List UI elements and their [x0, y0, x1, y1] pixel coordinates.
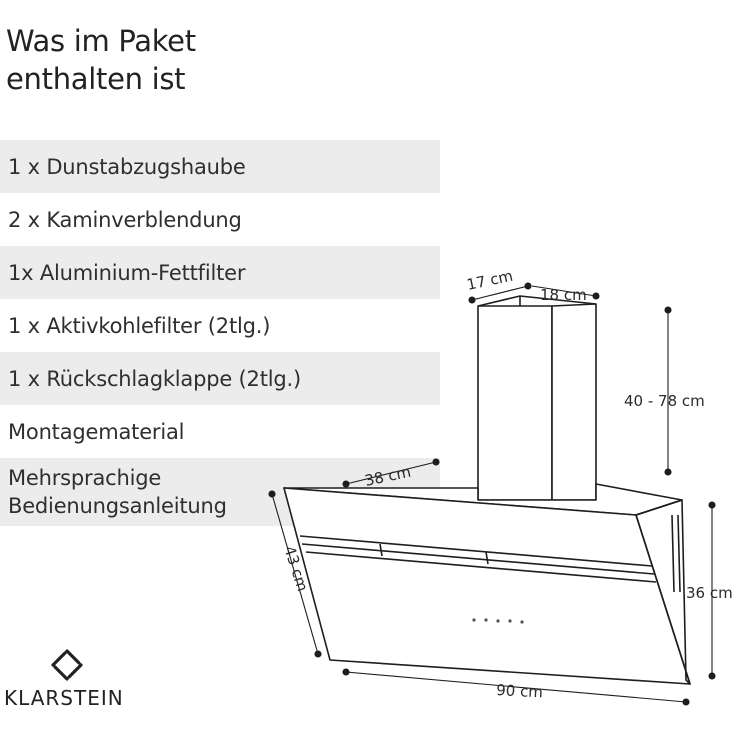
- chimney-outline: [477, 295, 597, 501]
- list-item: 2 x Kaminverblendung: [8, 207, 242, 232]
- touch-controls: [472, 618, 524, 624]
- brand-name: KLARSTEIN: [4, 686, 124, 710]
- list-item: 1 x Dunstabzugshaube: [0, 140, 440, 193]
- dim-hood-width: 90 cm: [496, 681, 544, 701]
- klarstein-logo-icon: [51, 649, 83, 681]
- dim-chimney-depth: 17 cm: [465, 267, 514, 294]
- page-title: Was im Paket enthalten ist: [6, 22, 196, 98]
- package-contents-list: 1 x Dunstabzugshaube 2 x Kaminverblendun…: [0, 140, 440, 526]
- dim-chimney-width: 18 cm: [540, 286, 587, 304]
- dim-hood-height: 36 cm: [686, 584, 733, 602]
- list-item: Montagematerial: [8, 419, 185, 444]
- dim-hood-depth: 38 cm: [363, 463, 412, 490]
- list-item: 1 x Aktivkohlefilter (2tlg.): [8, 313, 271, 338]
- hood-body-outline: [283, 483, 691, 685]
- list-item: 1 x Rückschlagklappe (2tlg.): [0, 352, 440, 405]
- list-item: 1x Aluminium-Fettfilter: [0, 246, 440, 299]
- title-line-1: Was im Paket: [6, 24, 196, 58]
- title-line-2: enthalten ist: [6, 62, 186, 96]
- dim-chimney-height: 40 - 78 cm: [624, 392, 705, 410]
